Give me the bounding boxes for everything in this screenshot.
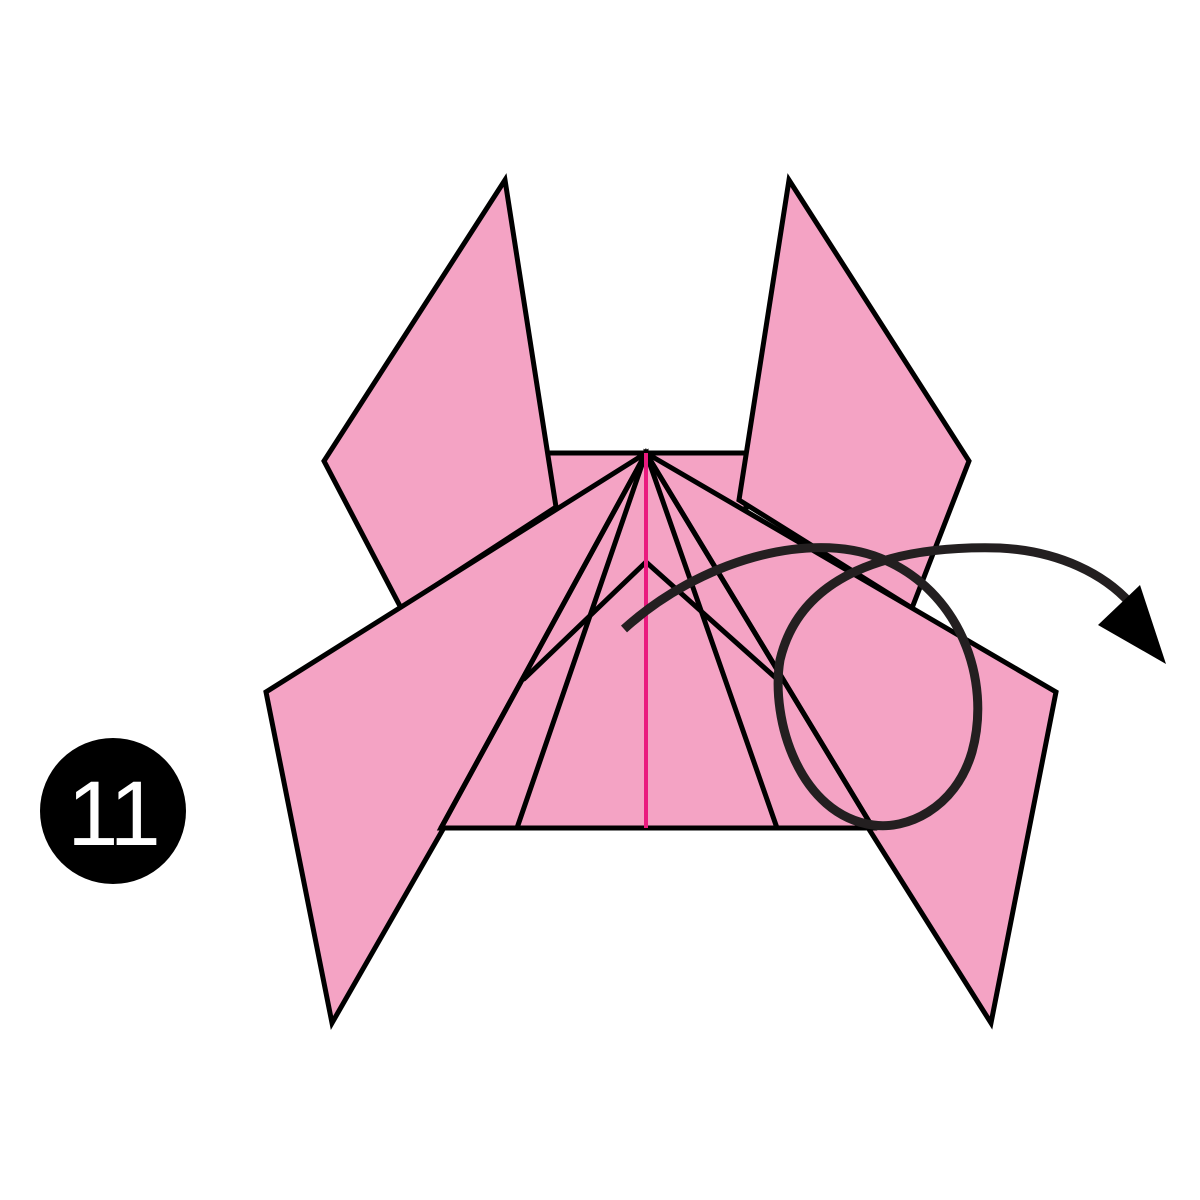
crease-inner-left-v — [521, 559, 649, 682]
fold-loop-arrow — [620, 543, 1134, 831]
crease-inner-right-v — [643, 559, 780, 682]
crease-left-outer — [438, 450, 649, 831]
crease-right-outer — [643, 450, 876, 831]
crease-right-inner — [643, 450, 780, 831]
step-number-label: 11 — [67, 763, 159, 865]
fold-arrow-head — [1098, 585, 1166, 664]
crease-left-inner — [514, 450, 649, 831]
step-number-badge — [40, 738, 186, 884]
